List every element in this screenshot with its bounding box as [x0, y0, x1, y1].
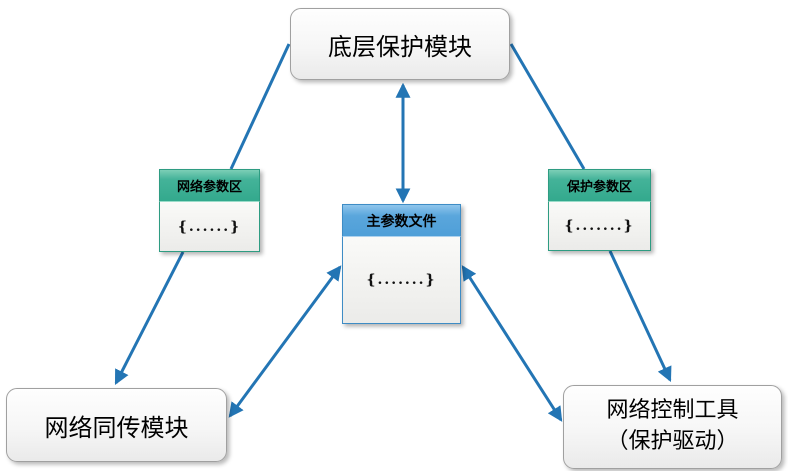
node-protection-parameter-area: 保护参数区 {.......} [548, 169, 651, 251]
node-body: {......} [159, 202, 260, 252]
node-network-sync-module: 网络同传模块 [6, 388, 227, 462]
node-network-parameter-area: 网络参数区 {......} [159, 169, 260, 252]
node-header: 保护参数区 [548, 169, 651, 202]
node-main-parameter-file: 主参数文件 {.......} [342, 204, 461, 324]
node-label: 网络控制工具 （保护驱动） [606, 396, 738, 458]
node-network-control-tool: 网络控制工具 （保护驱动） [563, 385, 782, 469]
node-label-line1: 网络控制工具 [606, 398, 739, 424]
node-label: 底层保护模块 [328, 32, 472, 61]
connector-top-to-right-param [509, 43, 586, 170]
node-body: {.......} [342, 237, 461, 324]
node-label: 网络同传模块 [44, 413, 189, 442]
node-header: 主参数文件 [342, 204, 461, 237]
node-label-line2: （保护驱动） [606, 429, 739, 454]
node-bottom-layer-protection-module: 底层保护模块 [290, 8, 510, 80]
node-header: 网络参数区 [159, 169, 260, 202]
connector-center-to-bottom-right-bidirectional [461, 265, 563, 422]
connector-center-to-bottom-left-bidirectional [228, 265, 342, 418]
connector-top-to-left-param [229, 43, 291, 170]
node-body: {.......} [548, 202, 651, 251]
connector-left-param-to-bottom-left [114, 251, 185, 386]
connector-right-param-to-bottom-right [608, 250, 672, 383]
